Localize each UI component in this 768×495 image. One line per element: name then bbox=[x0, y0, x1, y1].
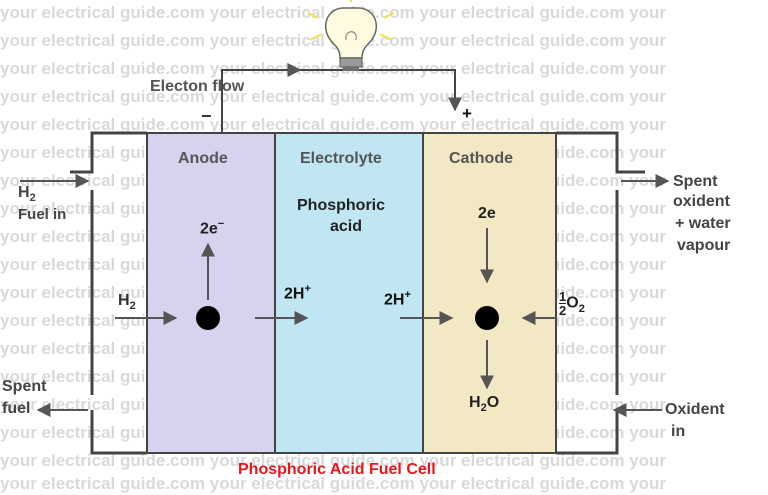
electron-flow-label: Electon flow bbox=[150, 78, 245, 95]
cathode-reaction-site bbox=[475, 306, 499, 330]
oxygen-sub: 2 bbox=[578, 302, 585, 315]
watermark-line: your electrical guide.com your electrica… bbox=[0, 474, 667, 493]
electrolyte-zone bbox=[274, 132, 424, 454]
spent-oxidant-label-4: vapour bbox=[677, 237, 731, 254]
oxygen-o: O bbox=[566, 294, 579, 312]
anode-reaction-site bbox=[196, 306, 220, 330]
light-bulb-icon bbox=[307, 0, 395, 71]
oxygen-fraction-num: 1 bbox=[559, 289, 567, 304]
cathode-title: Cathode bbox=[449, 150, 513, 167]
oxidant-in-label-2: in bbox=[671, 423, 686, 440]
anode-h2-sub: 2 bbox=[129, 300, 136, 313]
anode-terminal-minus: − bbox=[201, 106, 212, 126]
oxygen-fraction: 1 2 bbox=[559, 289, 567, 318]
watermark-line: your electrical guide.com your electrica… bbox=[0, 59, 667, 78]
cathode-terminal-plus: + bbox=[462, 104, 472, 123]
oxygen-fraction-den: 2 bbox=[559, 303, 567, 318]
anode-h2-label: H2 bbox=[118, 292, 136, 312]
electron-flow-wire bbox=[221, 69, 462, 133]
proton-left-sup: + bbox=[304, 283, 311, 295]
oxygen-label: 1 2 O2 bbox=[559, 290, 585, 317]
water-sub: 2 bbox=[480, 402, 487, 415]
proton-right-sup: + bbox=[404, 289, 411, 301]
anode-title: Anode bbox=[178, 150, 228, 167]
proton-left-text: 2H bbox=[284, 285, 305, 303]
watermark-line: your electrical guide.com your electrica… bbox=[0, 115, 667, 134]
cell-housing bbox=[70, 131, 645, 455]
watermark-line: your electrical guide.com your electrica… bbox=[0, 87, 667, 106]
electrolyte-title: Electrolyte bbox=[300, 150, 382, 167]
cathode-electrons-label: 2e bbox=[478, 205, 496, 222]
electrolyte-desc-line2: acid bbox=[330, 218, 363, 235]
anode-h2-h: H bbox=[118, 292, 130, 309]
spent-fuel-label-1: Spent bbox=[2, 378, 47, 395]
spent-oxidant-label-1: Spent bbox=[673, 173, 718, 190]
water-o: O bbox=[486, 394, 500, 411]
anode-electrons-text: 2e bbox=[200, 220, 218, 238]
spent-fuel-label-2: fuel bbox=[2, 400, 31, 417]
spent-oxidant-label-2: oxident bbox=[673, 193, 730, 210]
proton-right-label: 2H+ bbox=[384, 289, 411, 309]
water-h: H bbox=[469, 394, 481, 411]
fuel-in-formula: H2 bbox=[18, 184, 36, 204]
proton-left-label: 2H+ bbox=[284, 283, 311, 303]
diagram-title: Phosphoric Acid Fuel Cell bbox=[238, 461, 436, 478]
proton-right-text: 2H bbox=[384, 291, 405, 309]
anode-electrons-label: 2e− bbox=[200, 218, 224, 238]
watermark-line: your electrical guide.com your electrica… bbox=[0, 451, 667, 470]
spent-oxidant-label-3: + water bbox=[675, 215, 731, 232]
water-label: H2O bbox=[469, 394, 499, 414]
oxidant-in-label-1: Oxident bbox=[665, 401, 725, 418]
anode-electrons-sup: − bbox=[217, 218, 225, 230]
cathode-zone bbox=[422, 132, 557, 454]
electrolyte-desc-line1: Phosphoric bbox=[297, 197, 386, 214]
fuel-in-label: Fuel in bbox=[18, 206, 67, 223]
anode-zone bbox=[146, 132, 276, 454]
fuel-in-h: H bbox=[18, 184, 30, 201]
fuel-in-sub: 2 bbox=[29, 192, 36, 205]
